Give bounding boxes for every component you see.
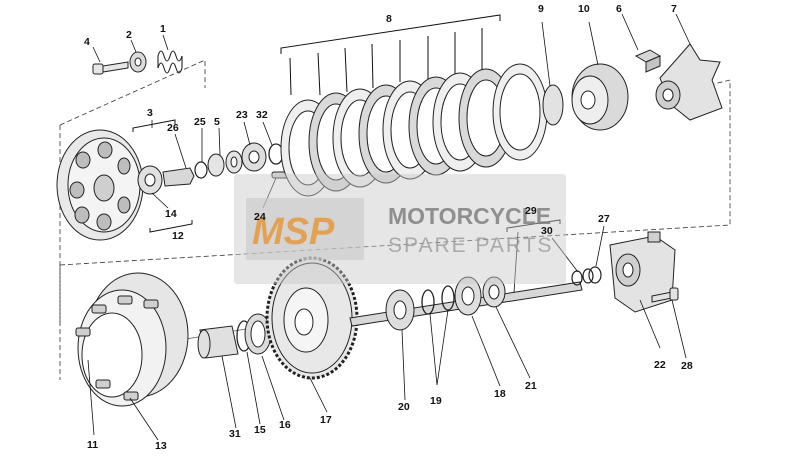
callout-16: 16 [279,419,291,431]
callout-27: 27 [598,213,610,225]
bracket-3 [132,119,176,132]
part-plate-9 [542,84,564,126]
plates-bracket [280,14,501,96]
callout-11: 11 [87,439,98,451]
callout-2: 2 [126,29,132,41]
callout-32: 32 [256,109,268,121]
watermark-line2: SPARE PARTS [388,234,554,257]
bracket-12 [149,220,193,233]
part-cover-7 [655,43,723,121]
leader-lines [87,13,691,441]
watermark-logo-box [246,198,364,260]
callout-22: 22 [654,359,666,371]
callout-14: 14 [165,208,177,220]
callout-20: 20 [398,401,410,413]
callout-31: 31 [229,428,241,440]
callout-7: 7 [671,3,677,15]
part-bearing-18 [454,276,482,316]
part-cup-23 [241,142,267,172]
part-oring-25 [194,161,208,179]
part-spring-1 [157,50,183,74]
callout-26: 26 [167,122,179,134]
part-bush-5 [207,150,243,177]
callout-21: 21 [525,380,537,392]
part-screw-28 [651,287,679,303]
callout-8: 8 [386,13,392,25]
part-ring-27 [588,266,602,284]
part-bush-31 [197,325,239,359]
watermark-logo-text: MSP [252,211,335,253]
part-clutch-plates-8 [280,63,548,197]
callouts: 1 2 3 4 5 6 7 8 9 10 11 12 13 14 15 16 1… [84,3,693,452]
callout-17: 17 [320,414,332,426]
part-washer-2 [129,51,147,73]
part-slave-cylinder-22 [609,231,676,313]
part-bearing-14 [137,165,163,195]
part-pushrod-26 [162,167,195,187]
callout-18: 18 [494,388,506,400]
callout-28: 28 [681,360,693,372]
callout-9: 9 [538,3,544,15]
part-bearing-20 [385,289,415,331]
watermark: MSP MOTORCYCLE SPARE PARTS [234,174,566,284]
part-bearing-21 [482,276,506,308]
part-inner-hub-10 [571,63,629,131]
callout-29: 29 [525,205,537,217]
callout-4: 4 [84,36,90,48]
part-spacer-16 [244,313,272,355]
bracket-29 [506,219,561,232]
callout-23: 23 [236,109,248,121]
part-bush-6 [634,49,662,73]
callout-12: 12 [172,230,184,242]
callout-13: 13 [155,440,167,452]
callout-3: 3 [147,107,153,119]
part-bolt-4 [92,61,129,75]
callout-1: 1 [160,23,166,35]
callout-5: 5 [214,116,220,128]
callout-25: 25 [194,116,206,128]
callout-6: 6 [616,3,622,15]
callout-10: 10 [578,3,590,15]
callout-30: 30 [541,225,553,237]
callout-15: 15 [254,424,266,436]
watermark-line1: MOTORCYCLE [388,203,551,229]
callout-19: 19 [430,395,442,407]
part-clutch-basket [75,272,189,407]
part-pressure-plate [56,129,144,241]
callout-24: 24 [254,211,266,223]
